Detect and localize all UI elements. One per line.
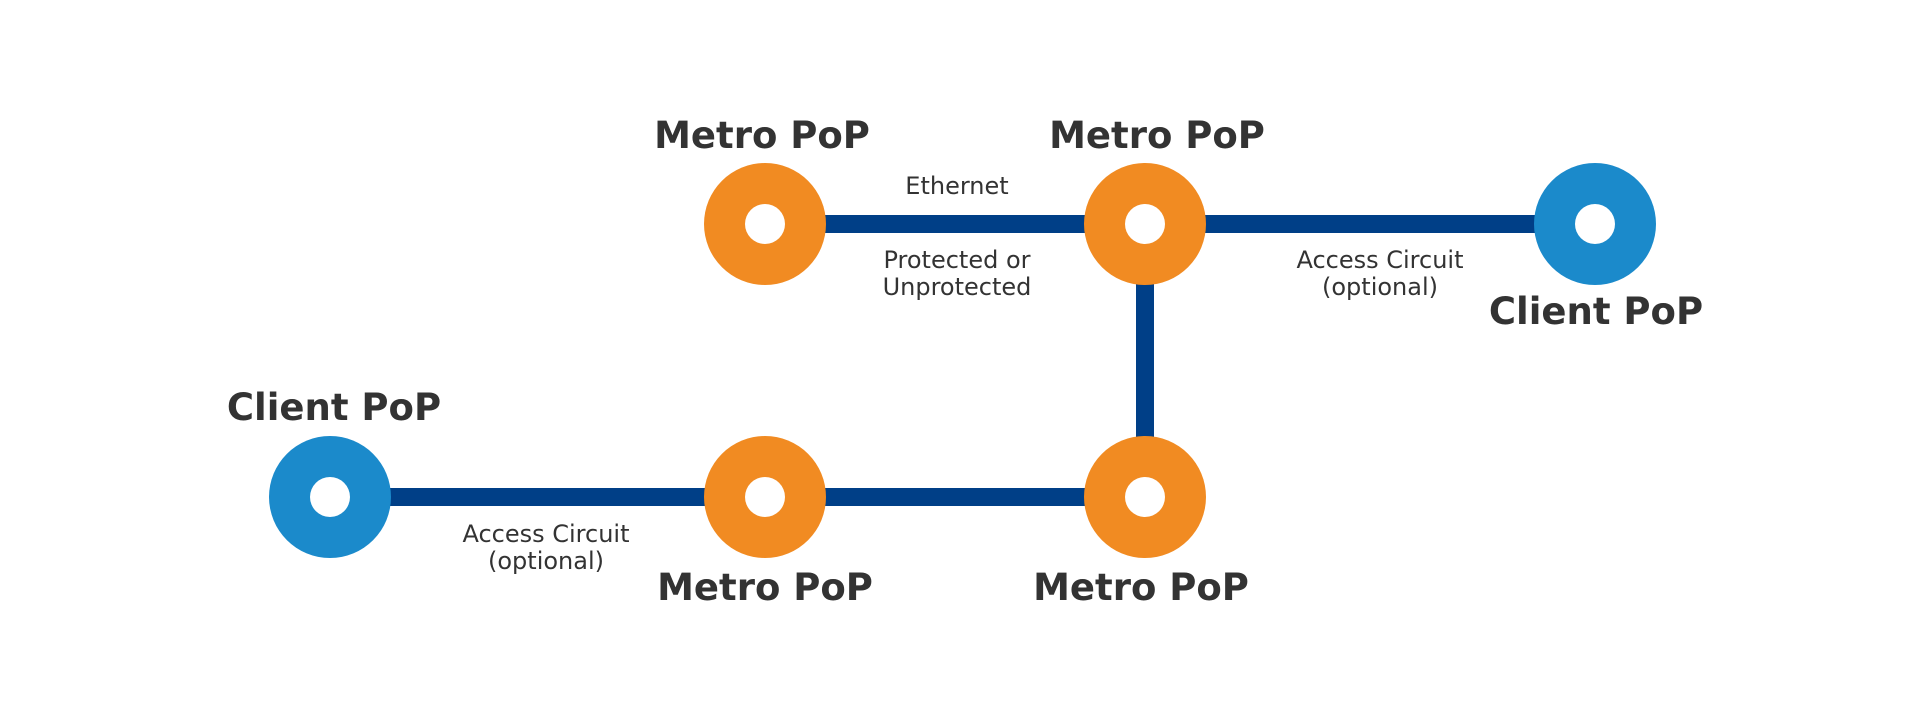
node-metro-bottom-left	[704, 436, 826, 558]
link-label-access-right-line2: (optional)	[1322, 273, 1438, 301]
node-metro-bottom-right	[1084, 436, 1206, 558]
link-labels: Ethernet Protected or Unprotected Access…	[462, 172, 1463, 575]
nodes	[269, 163, 1656, 558]
node-labels: Metro PoP Metro PoP Client PoP Client Po…	[227, 114, 1703, 609]
client-pop-hole	[1575, 204, 1615, 244]
link-label-ethernet: Ethernet	[905, 172, 1008, 200]
node-label-client-right: Client PoP	[1489, 290, 1703, 333]
metro-pop-hole	[745, 204, 785, 244]
node-metro-top-left	[704, 163, 826, 285]
link-label-access-left-line2: (optional)	[488, 547, 604, 575]
metro-pop-hole	[1125, 204, 1165, 244]
node-label-metro-bottom-left: Metro PoP	[657, 566, 873, 609]
client-pop-hole	[310, 477, 350, 517]
metro-pop-hole	[745, 477, 785, 517]
node-client-right	[1534, 163, 1656, 285]
node-label-metro-bottom-right: Metro PoP	[1033, 566, 1249, 609]
node-metro-top-right	[1084, 163, 1206, 285]
link-label-protection-line2: Unprotected	[883, 273, 1032, 301]
node-label-metro-top-left: Metro PoP	[654, 114, 870, 157]
link-label-access-right-line1: Access Circuit	[1296, 246, 1463, 274]
node-client-left	[269, 436, 391, 558]
link-label-access-left-line1: Access Circuit	[462, 520, 629, 548]
node-label-client-left: Client PoP	[227, 386, 441, 429]
metro-pop-hole	[1125, 477, 1165, 517]
node-label-metro-top-right: Metro PoP	[1049, 114, 1265, 157]
link-label-protection-line1: Protected or	[883, 246, 1030, 274]
